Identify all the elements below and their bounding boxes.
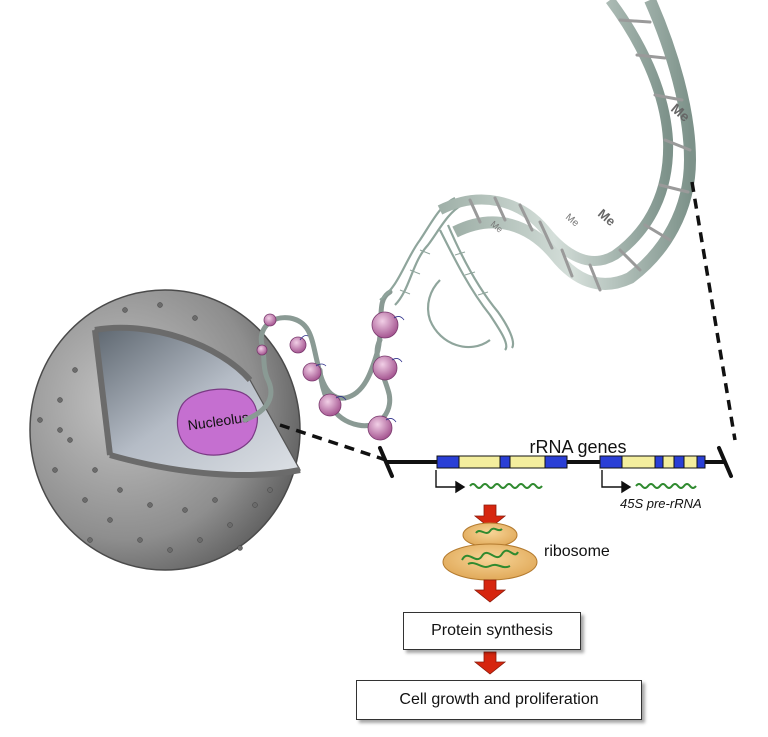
down-arrow-icon: [473, 651, 507, 675]
promoter-arrow-icon: [435, 470, 632, 494]
methyl-mark-3: Me: [595, 206, 618, 229]
zoom-lines: [279, 181, 737, 462]
protein-synthesis-label: Protein synthesis: [431, 622, 553, 639]
pre-rrna-label: 45S pre-rRNA: [620, 496, 702, 511]
gene-unit-2: [599, 455, 706, 469]
cell-growth-box: Cell growth and proliferation: [356, 680, 642, 720]
rrna-gene-track: rRNA genes: [378, 437, 733, 478]
ribosome-icon: [442, 522, 538, 581]
nucleus-cutaway: [29, 289, 301, 571]
dna-ladder: Me Me Me Me: [437, 0, 697, 292]
methyl-mark-2: Me: [563, 212, 581, 230]
gene-unit-1: [436, 455, 568, 469]
protein-synthesis-box: Protein synthesis: [403, 612, 581, 650]
ribosome-label: ribosome: [544, 543, 610, 560]
down-arrow-icon: [473, 579, 507, 603]
histone-tails: [299, 316, 405, 423]
rrna-genes-label: rRNA genes: [529, 437, 626, 457]
transcript-wave: [469, 483, 697, 489]
nucleolus: Nucleolus: [176, 388, 258, 456]
nucleosome-beads: [256, 311, 399, 441]
down-arrow-icon: [473, 504, 507, 529]
dna-helix: [379, 197, 515, 351]
cell-growth-label: Cell growth and proliferation: [399, 691, 599, 708]
